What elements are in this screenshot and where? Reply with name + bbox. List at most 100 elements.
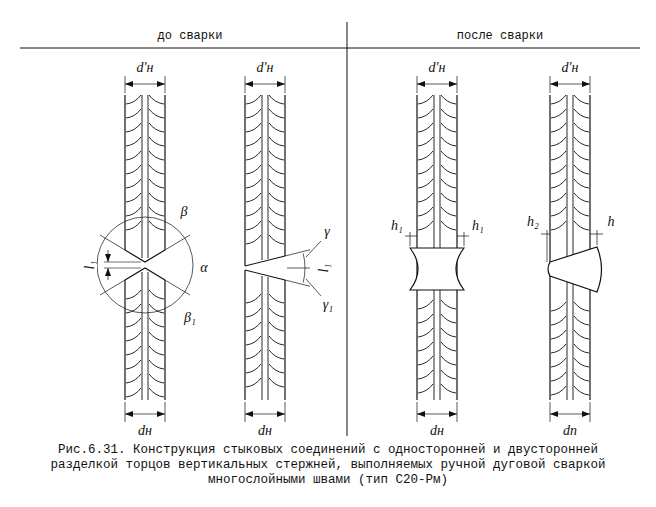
rebar-rib bbox=[269, 207, 284, 216]
rebar-rib bbox=[551, 344, 566, 353]
dimension-label: d'н bbox=[561, 61, 580, 75]
rebar-rib bbox=[246, 235, 261, 244]
rebar-rib bbox=[551, 330, 566, 339]
rebar-rib bbox=[551, 302, 566, 311]
rebar-rib bbox=[149, 388, 164, 397]
dimension-label: d'н bbox=[136, 61, 155, 75]
rebar-rib bbox=[246, 109, 261, 118]
dimension-line bbox=[541, 234, 550, 235]
rebar-rib bbox=[269, 294, 284, 303]
rebar-rib bbox=[126, 137, 141, 146]
rebar-rib bbox=[441, 151, 456, 160]
rebar-rib bbox=[126, 207, 141, 216]
rebar-rib bbox=[126, 123, 141, 132]
rebar-rib bbox=[418, 137, 433, 146]
figure-caption: Рис.6.31. Конструкция стыковых соединени… bbox=[36, 443, 620, 488]
rebar-edge bbox=[124, 280, 125, 400]
rebar-rib bbox=[574, 137, 589, 146]
extension-line bbox=[457, 402, 458, 422]
extension-line bbox=[287, 268, 310, 269]
rebar-rib bbox=[574, 165, 589, 174]
rebar-rib bbox=[441, 328, 456, 337]
rebar-rib bbox=[149, 193, 164, 202]
rebar-rib bbox=[246, 350, 261, 359]
rebar-edge bbox=[284, 95, 285, 256]
rebar-rib bbox=[418, 342, 433, 351]
rebar-rib bbox=[126, 318, 141, 327]
rebar-rib bbox=[269, 151, 284, 160]
extension-line bbox=[550, 402, 551, 422]
rebar-rib bbox=[441, 123, 456, 132]
rebar-rib bbox=[418, 207, 433, 216]
angle-label: α bbox=[199, 261, 208, 275]
dimension-line bbox=[457, 236, 469, 237]
rebar-rib bbox=[441, 221, 456, 230]
rebar-rib bbox=[269, 137, 284, 146]
leader-line bbox=[306, 241, 321, 257]
leader-line bbox=[306, 279, 321, 296]
rebar-rib bbox=[149, 207, 164, 216]
rebar-rib bbox=[149, 318, 164, 327]
dimension-label: h₂ bbox=[526, 215, 540, 229]
angle-label: β₁ bbox=[183, 311, 197, 325]
rebar-rib bbox=[418, 165, 433, 174]
rebar-rib bbox=[269, 364, 284, 373]
angle-label: γ bbox=[323, 225, 331, 239]
rebar-rib bbox=[418, 123, 433, 132]
rebar-rib bbox=[441, 179, 456, 188]
rebar-rib bbox=[246, 378, 261, 387]
rebar-rib bbox=[126, 193, 141, 202]
rebar-rib bbox=[246, 95, 261, 104]
rebar-rib bbox=[551, 165, 566, 174]
rebar-rib bbox=[149, 109, 164, 118]
dimension-label: l₁ bbox=[317, 263, 331, 274]
extension-line bbox=[417, 402, 418, 422]
rebar-rib bbox=[269, 165, 284, 174]
rebar-rib bbox=[441, 300, 456, 309]
rebar-rib bbox=[574, 221, 589, 230]
rebar-rib bbox=[246, 165, 261, 174]
dimension-label: h₁ bbox=[390, 219, 404, 233]
extension-line bbox=[100, 235, 125, 250]
rebar-rib bbox=[441, 95, 456, 104]
rebar-rib bbox=[574, 302, 589, 311]
rebar-rib bbox=[149, 151, 164, 160]
dimension-line bbox=[245, 84, 285, 85]
extension-line bbox=[547, 230, 548, 262]
extension-line bbox=[550, 76, 551, 93]
angle-arc bbox=[303, 254, 305, 269]
extension-line bbox=[125, 76, 126, 93]
rebar-rib bbox=[246, 364, 261, 373]
extension-line bbox=[165, 280, 190, 295]
rebar-rib bbox=[262, 276, 263, 400]
rebar-rib bbox=[149, 332, 164, 341]
rebar-rib bbox=[441, 384, 456, 393]
rebar-rib bbox=[246, 207, 261, 216]
rebar-rib bbox=[269, 109, 284, 118]
rebar-rib bbox=[246, 179, 261, 188]
rebar-drawing bbox=[20, 22, 640, 436]
angle-label: β bbox=[180, 205, 189, 219]
dimension-line bbox=[125, 84, 165, 85]
rebar-rib bbox=[149, 95, 164, 104]
rebar-rib bbox=[567, 95, 568, 400]
dimension-label: h bbox=[607, 215, 616, 229]
dimension-label: d'н bbox=[256, 61, 275, 75]
rebar-rib bbox=[418, 384, 433, 393]
panel-heading: после сварки bbox=[456, 30, 544, 42]
rebar-rib bbox=[551, 207, 566, 216]
rebar-rib bbox=[574, 95, 589, 104]
rebar-rib bbox=[574, 109, 589, 118]
dimension-line bbox=[405, 236, 417, 237]
dimension-label: d'н bbox=[428, 61, 447, 75]
weld-bead bbox=[410, 248, 464, 290]
rebar-rib bbox=[269, 193, 284, 202]
rebar-rib bbox=[246, 151, 261, 160]
rebar-rib bbox=[418, 328, 433, 337]
extension-line bbox=[285, 250, 310, 256]
rebar-rib bbox=[551, 193, 566, 202]
rebar-rib bbox=[126, 221, 141, 230]
rebar-rib bbox=[246, 123, 261, 132]
